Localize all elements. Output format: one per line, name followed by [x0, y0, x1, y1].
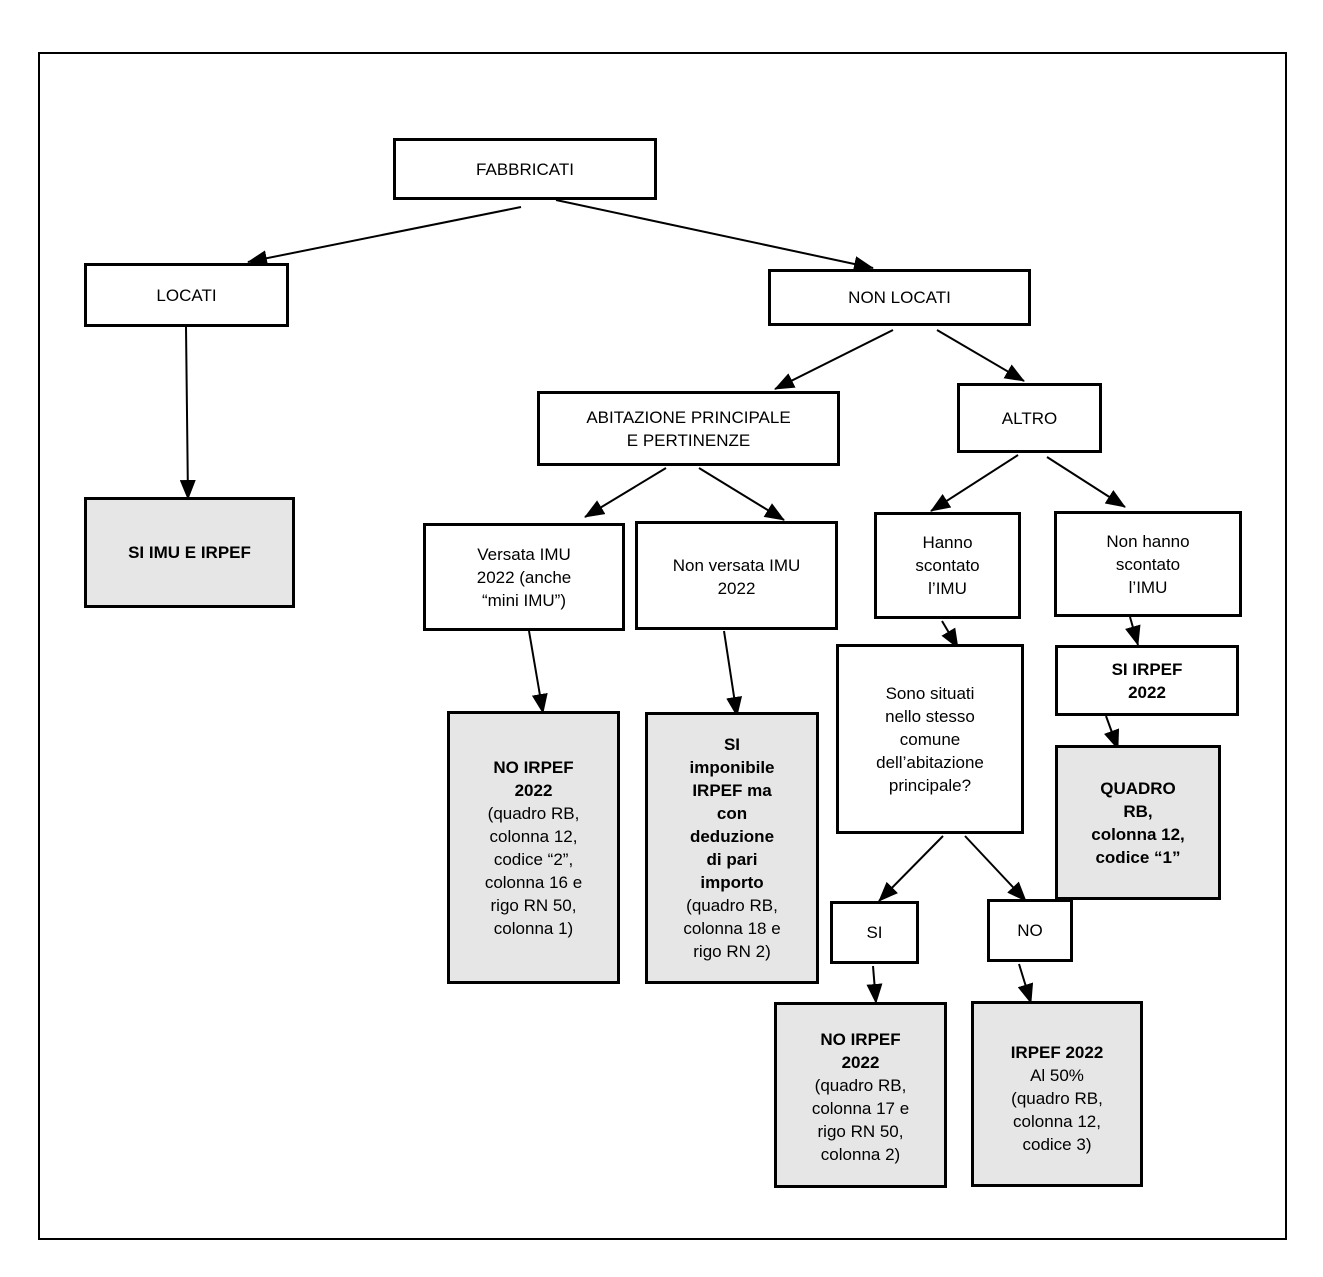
arrow-si-no-irpef — [866, 965, 883, 1004]
node-si-imponibile-bold7: importo — [700, 873, 764, 892]
node-versata-line2: 2022 (anche — [476, 567, 572, 587]
node-si-irpef: SI IRPEF 2022 — [1055, 645, 1239, 716]
node-versata-imu: Versata IMU 2022 (anche “mini IMU”) — [423, 523, 625, 631]
node-non-versata-line1: Non versata IMU — [672, 556, 801, 575]
node-si-imponibile-bold2: imponibile — [689, 758, 775, 777]
node-non-versata-line2: 2022 — [717, 579, 756, 598]
node-irpef-50-line1: Al 50% — [1030, 1066, 1084, 1085]
node-no-irpef-si-line1: (quadro RB, — [814, 1076, 907, 1095]
arrow-nonhanno-si-irpef — [1125, 616, 1141, 646]
node-si-irpef-line2: 2022 — [1128, 682, 1166, 702]
arrow-sono-si — [878, 835, 944, 902]
node-no-label: NO — [1017, 921, 1043, 940]
node-no-irpef-si-bold1: NO IRPEF — [820, 1030, 901, 1049]
node-no-irpef-versata-line1: (quadro RB, — [487, 803, 580, 823]
arrow-si-irpef-quadro — [1103, 715, 1120, 750]
node-non-hanno-line2: scontato — [1115, 554, 1181, 574]
node-quadro-rb: QUADRO RB, colonna 12, codice “1” — [1055, 745, 1221, 900]
node-no-irpef-versata-line2: colonna 12, — [489, 826, 578, 846]
node-no-irpef-versata-bold1: NO IRPEF — [493, 757, 574, 777]
arrow-hanno-sono-situati — [941, 620, 959, 649]
node-si-imu-irpef: SI IMU E IRPEF — [84, 497, 295, 608]
node-si-label: SI — [866, 923, 883, 942]
node-quadro-rb-bold3: colonna 12, — [1091, 824, 1185, 844]
node-non-hanno-line1: Non hanno — [1106, 531, 1190, 551]
arrow-altro-nonhanno — [1046, 456, 1126, 508]
arrow-abitazione-versata — [584, 467, 667, 518]
arrow-sono-no — [964, 835, 1027, 902]
node-si-imponibile-line3: rigo RN 2) — [693, 942, 771, 961]
node-no-irpef-si: NO IRPEF 2022 (quadro RB, colonna 17 e r… — [774, 1002, 947, 1188]
node-sono-line1: Sono situati — [885, 683, 975, 703]
node-no-irpef-versata-line5: rigo RN 50, — [490, 895, 577, 915]
node-si-imponibile-bold3: IRPEF ma — [692, 781, 772, 800]
node-no-irpef-versata-bold2: 2022 — [514, 780, 553, 800]
node-non-hanno-line3: l’IMU — [1128, 577, 1168, 597]
node-fabbricati: FABBRICATI — [393, 138, 657, 200]
node-irpef-50-line2: (quadro RB, — [1011, 1089, 1103, 1108]
node-sono-line3: comune — [899, 729, 961, 749]
node-quadro-rb-bold4: codice “1” — [1095, 847, 1181, 867]
node-abitazione-line1: ABITAZIONE PRINCIPALE — [586, 407, 791, 427]
node-irpef-50-line3: colonna 12, — [1013, 1112, 1101, 1131]
node-si-imponibile-line2: colonna 18 e — [683, 919, 781, 938]
node-si: SI — [830, 901, 919, 964]
node-si-imponibile: SI imponibile IRPEF ma con deduzione di … — [645, 712, 819, 984]
node-sono-line2: nello stesso — [885, 706, 975, 726]
node-no: NO — [987, 899, 1073, 962]
node-hanno-line3: l’IMU — [928, 579, 967, 598]
node-no-irpef-si-line2: colonna 17 e — [811, 1099, 910, 1118]
node-no-irpef-versata-line4: colonna 16 e — [484, 872, 583, 892]
node-non-hanno-scontato: Non hanno scontato l’IMU — [1054, 511, 1242, 617]
node-altro: ALTRO — [957, 383, 1102, 453]
node-no-irpef-versata-line3: codice “2”, — [493, 849, 574, 869]
node-quadro-rb-bold1: QUADRO — [1100, 778, 1176, 798]
node-si-imu-irpef-label: SI IMU E IRPEF — [128, 543, 251, 562]
arrow-locati-si-imu — [179, 326, 196, 500]
node-si-irpef-line1: SI IRPEF — [1111, 659, 1183, 679]
diagram-frame — [38, 52, 1287, 1240]
node-no-irpef-si-line4: colonna 2) — [820, 1145, 901, 1164]
arrow-abitazione-nonversata — [698, 467, 785, 521]
node-locati-label: LOCATI — [156, 285, 217, 305]
node-hanno-line1: Hanno — [922, 533, 973, 552]
node-no-irpef-versata-line6: colonna 1) — [493, 918, 574, 938]
node-abitazione-line2: E PERTINENZE — [626, 430, 751, 450]
node-non-locati: NON LOCATI — [768, 269, 1031, 326]
arrow-fabbricati-locati — [247, 206, 522, 267]
node-altro-label: ALTRO — [1001, 408, 1058, 428]
node-no-irpef-versata: NO IRPEF 2022 (quadro RB, colonna 12, co… — [447, 711, 620, 984]
node-irpef-50: IRPEF 2022 Al 50% (quadro RB, colonna 12… — [971, 1001, 1143, 1187]
node-si-imponibile-bold4: con — [716, 804, 748, 823]
node-irpef-50-line4: codice 3) — [1022, 1135, 1092, 1154]
node-hanno-line2: scontato — [915, 556, 980, 575]
node-locati: LOCATI — [84, 263, 289, 327]
node-si-imponibile-bold5: deduzione — [689, 827, 775, 846]
node-si-imponibile-line1: (quadro RB, — [686, 896, 778, 915]
node-sono-situati: Sono situati nello stesso comune dell’ab… — [836, 644, 1024, 834]
node-no-irpef-si-bold2: 2022 — [841, 1053, 880, 1072]
node-versata-line1: Versata IMU — [477, 544, 571, 564]
node-hanno-scontato: Hanno scontato l’IMU — [874, 512, 1021, 619]
node-sono-line4: dell’abitazione — [876, 752, 984, 772]
node-fabbricati-label: FABBRICATI — [476, 159, 574, 179]
node-abitazione-principale: ABITAZIONE PRINCIPALE E PERTINENZE — [537, 391, 840, 466]
arrow-nonversata-si-imponibile — [723, 630, 743, 717]
arrow-versata-no-irpef — [528, 630, 548, 714]
node-irpef-50-bold1: IRPEF 2022 — [1010, 1043, 1104, 1062]
node-no-irpef-si-line3: rigo RN 50, — [817, 1122, 904, 1141]
node-versata-line3: “mini IMU”) — [481, 590, 567, 610]
node-quadro-rb-bold2: RB, — [1123, 801, 1153, 821]
node-non-locati-label: NON LOCATI — [848, 288, 951, 307]
node-si-imponibile-bold6: di pari — [706, 850, 758, 869]
node-si-imponibile-bold1: SI — [723, 735, 741, 754]
arrow-nonlocati-abitazione — [774, 329, 894, 390]
node-non-versata-imu: Non versata IMU 2022 — [635, 521, 838, 630]
arrow-fabbricati-nonlocati — [555, 199, 874, 272]
node-sono-line5: principale? — [888, 775, 972, 795]
arrow-altro-hanno — [930, 454, 1019, 512]
arrow-no-irpef50 — [1017, 963, 1034, 1004]
arrow-nonlocati-altro — [936, 329, 1025, 382]
